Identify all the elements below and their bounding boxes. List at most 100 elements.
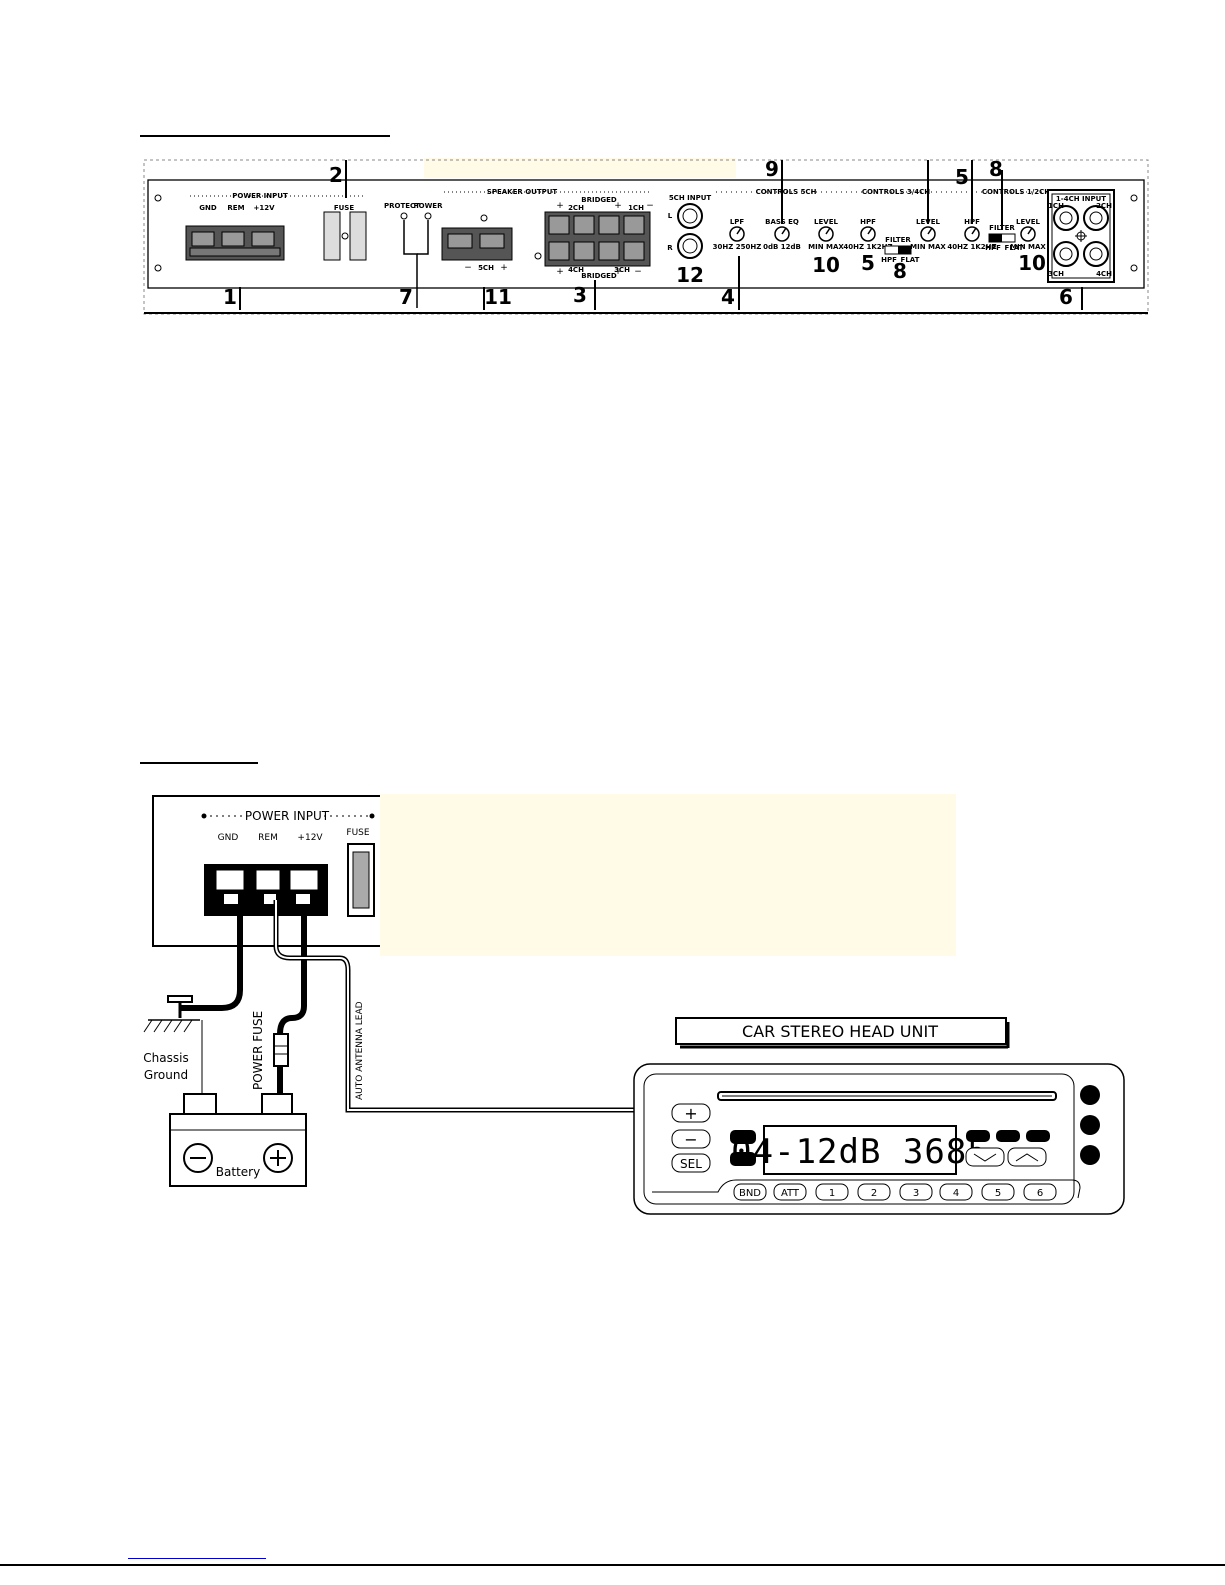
controls-34ch-title: CONTROLS 3/4CH xyxy=(862,188,930,196)
battery-plus-icon xyxy=(263,1143,293,1173)
svg-text:2CH: 2CH xyxy=(1096,202,1112,210)
3ch-label: 3CH xyxy=(614,266,630,274)
callout-11: 11 xyxy=(484,285,512,309)
sel-button[interactable] xyxy=(671,1153,711,1173)
seek-up-button[interactable] xyxy=(1007,1147,1047,1167)
bridged-top-label: BRIDGED xyxy=(581,196,617,204)
preset-button-1[interactable] xyxy=(815,1183,849,1201)
preset-button-2[interactable] xyxy=(857,1183,891,1201)
callout-5b: 5 xyxy=(955,165,969,189)
chevron-down-icon xyxy=(973,1153,997,1162)
svg-text:30HZ 250HZ: 30HZ 250HZ xyxy=(713,243,762,251)
svg-text:3CH: 3CH xyxy=(1048,270,1064,278)
svg-text:1CH: 1CH xyxy=(1048,202,1064,210)
preset-button-att[interactable] xyxy=(773,1183,807,1201)
power-fuse xyxy=(273,1033,289,1067)
fuse-label: FUSE xyxy=(334,204,355,212)
controls-5ch-title: CONTROLS 5CH xyxy=(756,188,817,196)
callout-7: 7 xyxy=(399,285,413,309)
power-fuse-label: POWER FUSE xyxy=(251,1011,265,1090)
head-unit-black-button-4[interactable] xyxy=(996,1130,1020,1142)
preset-button-label: 1 xyxy=(829,1188,835,1199)
plus-button[interactable] xyxy=(671,1103,711,1123)
svg-text:FLAT: FLAT xyxy=(901,256,920,264)
head-unit-black-button-2[interactable] xyxy=(730,1152,756,1166)
svg-text:SEL: SEL xyxy=(680,1157,702,1171)
head-unit-title: CAR STEREO HEAD UNIT xyxy=(742,1022,938,1041)
svg-text:LPF: LPF xyxy=(730,218,745,226)
callout-4: 4 xyxy=(721,285,735,309)
preset-button-6[interactable] xyxy=(1023,1183,1057,1201)
seek-down-button[interactable] xyxy=(965,1147,1005,1167)
2ch-label: 2CH xyxy=(568,204,584,212)
preset-button-label: 5 xyxy=(995,1188,1001,1199)
hpf-34ch-knob-group: HPF 40HZ 1K2HZ xyxy=(843,218,892,251)
level-5ch-knob-group: LEVEL MIN MAX xyxy=(808,218,844,251)
1-4ch-input-title: 1-4CH INPUT xyxy=(1056,195,1106,203)
level-12ch-knob-group: LEVEL MIN MAX xyxy=(1010,218,1046,251)
chassis-label: Chassis xyxy=(143,1051,188,1065)
speaker-output-title: SPEAKER OUTPUT xyxy=(487,188,558,196)
protect-led xyxy=(400,212,408,220)
5ch-input-r-rca xyxy=(677,233,703,259)
filter-switch-34ch-group: FILTER HPF FLAT xyxy=(881,236,920,264)
plus12v-label: +12V xyxy=(253,204,275,212)
top-section-heading-rule xyxy=(140,135,390,137)
5ch-input-title: 5CH INPUT xyxy=(669,194,712,202)
controls-12ch-title: CONTROLS 1/2CH xyxy=(982,188,1050,196)
svg-text:4CH: 4CH xyxy=(1096,270,1112,278)
preset-button-label: 6 xyxy=(1037,1188,1043,1199)
4ch-label: 4CH xyxy=(568,266,584,274)
amp-body xyxy=(152,795,380,947)
1ch-label: 1CH xyxy=(628,204,644,212)
svg-text:+: + xyxy=(556,267,564,277)
svg-text:40HZ 1K2HZ: 40HZ 1K2HZ xyxy=(947,243,996,251)
svg-text:+: + xyxy=(614,201,622,211)
svg-text:−: − xyxy=(464,263,472,273)
rca-3ch xyxy=(1053,241,1079,267)
fuse-left xyxy=(323,211,341,261)
svg-text:0dB 12dB: 0dB 12dB xyxy=(763,243,801,251)
callout-10a: 10 xyxy=(812,253,840,277)
ground-label: Ground xyxy=(144,1068,188,1082)
wiring-gnd-label: GND xyxy=(218,833,239,843)
minus-button[interactable] xyxy=(671,1129,711,1149)
protect-label: PROTECT xyxy=(384,202,420,210)
5ch-input-l-rca xyxy=(677,203,703,229)
svg-text:HPF: HPF xyxy=(860,218,876,226)
bottom-section-heading-rule xyxy=(140,762,258,764)
preset-button-5[interactable] xyxy=(981,1183,1015,1201)
svg-text:MIN MAX: MIN MAX xyxy=(1010,243,1046,251)
rem-label: REM xyxy=(227,204,244,212)
head-unit-black-button-1[interactable] xyxy=(730,1130,756,1144)
svg-text:HPF: HPF xyxy=(881,256,897,264)
battery-positive-post xyxy=(261,1093,293,1115)
head-unit-knob-3 xyxy=(1080,1145,1100,1165)
battery-minus-icon xyxy=(183,1143,213,1173)
amplifier-panel-diagram: POWER INPUT GND REM +12V FUSE PROTECT PO… xyxy=(143,157,1149,315)
callout-1: 1 xyxy=(223,285,237,309)
preset-button-4[interactable] xyxy=(939,1183,973,1201)
preset-button-3[interactable] xyxy=(899,1183,933,1201)
head-unit-knob-2 xyxy=(1080,1115,1100,1135)
preset-button-bnd[interactable] xyxy=(733,1183,767,1201)
wiring-diagram: POWER INPUT GND REM +12V FUSE Chassis Gr… xyxy=(143,794,1125,1215)
head-unit-knob-1 xyxy=(1080,1085,1100,1105)
callout-9: 9 xyxy=(765,157,779,181)
callout-12: 12 xyxy=(676,263,704,287)
wiring-plus12v-label: +12V xyxy=(297,833,323,843)
svg-text:+: + xyxy=(556,201,564,211)
rca-1ch xyxy=(1053,205,1079,231)
head-unit-black-button-5[interactable] xyxy=(1026,1130,1050,1142)
svg-text:−: − xyxy=(634,267,642,277)
power-input-title: POWER INPUT xyxy=(232,192,288,200)
5ch-label: 5CH xyxy=(478,264,494,272)
svg-text:MIN MAX: MIN MAX xyxy=(910,243,946,251)
head-unit-black-button-3[interactable] xyxy=(966,1130,990,1142)
rca-2ch xyxy=(1083,205,1109,231)
battery-label: Battery xyxy=(216,1165,260,1179)
highlight-strip xyxy=(424,158,736,178)
callout-8b: 8 xyxy=(989,157,1003,181)
callout-3: 3 xyxy=(573,283,587,307)
